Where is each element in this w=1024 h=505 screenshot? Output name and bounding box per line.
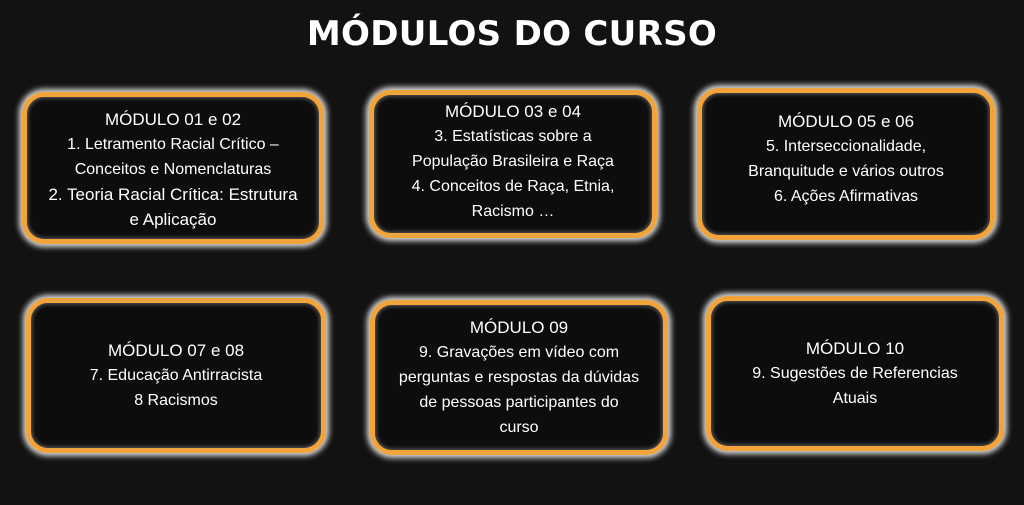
module-topic-line: perguntas e respostas da dúvidas: [398, 369, 640, 386]
module-heading: MÓDULO 01 e 02: [104, 110, 242, 129]
module-topic-line: 1. Letramento Racial Crítico –: [67, 136, 279, 153]
module-card-07-08: MÓDULO 07 e 08 7. Educação Antirracista …: [26, 298, 326, 453]
module-topic-line: Atuais: [832, 390, 878, 407]
module-card-10: MÓDULO 10 9. Sugestões de Referencias At…: [706, 296, 1004, 451]
module-topic-line: 9. Gravações em vídeo com: [418, 344, 620, 361]
module-topic-line: 2. Teoria Racial Crítica: Estrutura: [48, 185, 298, 204]
module-heading: MÓDULO 07 e 08: [107, 341, 245, 360]
page-title: MÓDULOS DO CURSO: [306, 14, 718, 54]
module-topic-line: e Aplicação: [129, 210, 217, 229]
module-topic-line: População Brasileira e Raça: [412, 153, 614, 170]
module-topic-line: 4. Conceitos de Raça, Etnia,: [411, 178, 615, 195]
module-topic-line: 8 Racismos: [134, 392, 218, 409]
module-topic-line: Racismo …: [471, 203, 555, 220]
module-topic-line: de pessoas participantes do: [419, 394, 619, 411]
module-card-09: MÓDULO 09 9. Gravações em vídeo com perg…: [370, 300, 668, 455]
module-card-01-02: MÓDULO 01 e 02 1. Letramento Racial Crít…: [22, 92, 324, 244]
module-heading: MÓDULO 05 e 06: [777, 112, 915, 131]
module-heading: MÓDULO 10: [805, 339, 905, 358]
module-topic-line: 3. Estatísticas sobre a: [434, 128, 592, 145]
module-topic-line: 6. Ações Afirmativas: [773, 188, 919, 205]
module-topic-line: 7. Educação Antirracista: [89, 367, 263, 384]
module-topic-line: Branquitude e vários outros: [748, 163, 944, 180]
module-heading: MÓDULO 03 e 04: [444, 102, 582, 121]
module-card-05-06: MÓDULO 05 e 06 5. Interseccionalidade, B…: [697, 88, 995, 240]
module-heading: MÓDULO 09: [469, 318, 569, 337]
module-topic-line: Conceitos e Nomenclaturas: [74, 161, 272, 178]
module-card-03-04: MÓDULO 03 e 04 3. Estatísticas sobre a P…: [369, 90, 657, 238]
module-topic-line: 9. Sugestões de Referencias: [752, 365, 958, 382]
module-topic-line: curso: [499, 419, 539, 436]
module-topic-line: 5. Interseccionalidade,: [765, 138, 927, 155]
